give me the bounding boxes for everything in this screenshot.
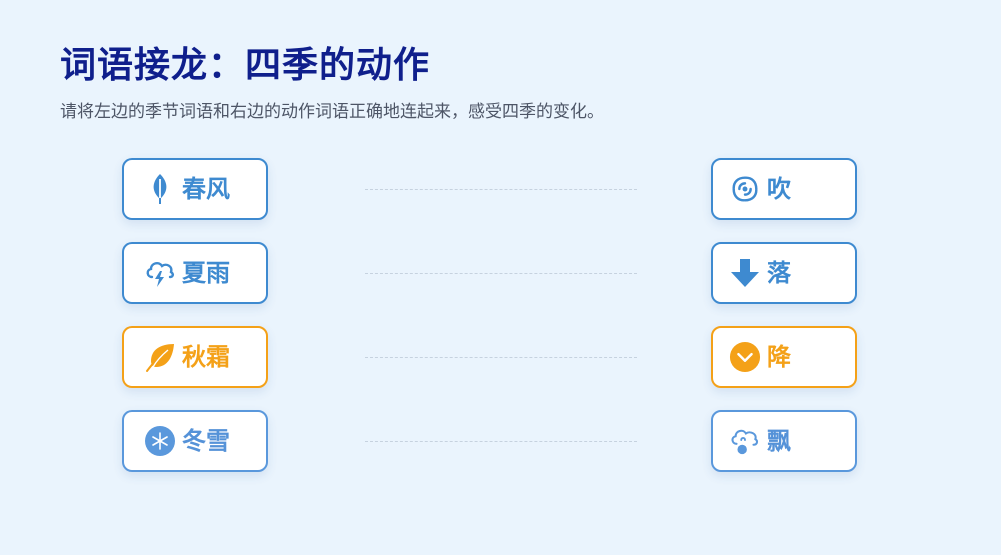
- autumn-leaf-icon: [144, 341, 176, 373]
- action-card-drift[interactable]: 飘: [711, 410, 857, 472]
- connector-line: [365, 441, 637, 442]
- leaf-icon: [144, 173, 176, 205]
- page-title: 词语接龙：四季的动作: [60, 45, 431, 86]
- season-card-winter[interactable]: 冬雪: [122, 410, 268, 472]
- arrow-down-icon: [729, 257, 761, 289]
- cloud-drop-icon: [729, 425, 761, 457]
- chevron-down-circle-icon: [729, 341, 761, 373]
- season-label: 夏雨: [182, 259, 230, 287]
- action-card-fall[interactable]: 落: [711, 242, 857, 304]
- season-card-summer[interactable]: 夏雨: [122, 242, 268, 304]
- connector-line: [365, 357, 637, 358]
- action-label: 落: [767, 259, 791, 287]
- action-label: 吹: [767, 175, 791, 203]
- wind-swirl-icon: [729, 173, 761, 205]
- action-card-blow[interactable]: 吹: [711, 158, 857, 220]
- action-card-descend[interactable]: 降: [711, 326, 857, 388]
- action-label: 飘: [767, 427, 791, 455]
- season-label: 秋霜: [182, 343, 230, 371]
- connector-line: [365, 273, 637, 274]
- thunderstorm-icon: [144, 257, 176, 289]
- season-card-autumn[interactable]: 秋霜: [122, 326, 268, 388]
- page-instructions: 请将左边的季节词语和右边的动作词语正确地连起来，感受四季的变化。: [60, 102, 604, 122]
- connector-line: [365, 189, 637, 190]
- snowflake-icon: [144, 425, 176, 457]
- season-card-spring[interactable]: 春风: [122, 158, 268, 220]
- season-label: 冬雪: [182, 427, 230, 455]
- season-label: 春风: [182, 175, 230, 203]
- action-label: 降: [767, 343, 791, 371]
